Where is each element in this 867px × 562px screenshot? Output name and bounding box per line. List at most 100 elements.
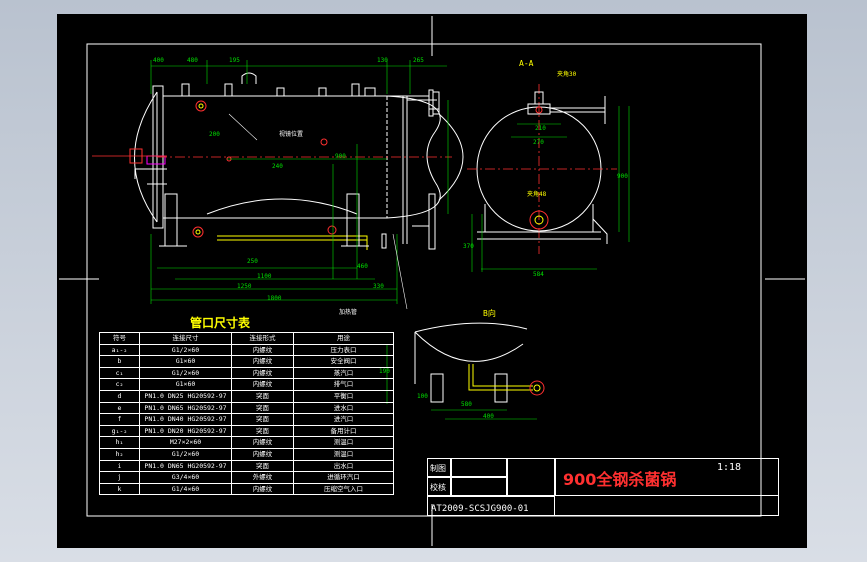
table-cell: j	[99, 471, 140, 484]
dim-label: 130	[377, 57, 388, 64]
dim-label: 460	[357, 263, 368, 270]
drawing-sheet: A-A B向 视镜位置 加热管 夹角30 夹角48 400 480 195 13…	[57, 14, 807, 548]
table-cell: 出水口	[293, 459, 394, 473]
dim-label: 1800	[267, 295, 282, 302]
checked-by-label: 校核	[430, 483, 446, 492]
table-cell: k	[99, 482, 140, 496]
heat-pipe-note: 加热管	[339, 309, 358, 316]
table-cell: h₁	[99, 436, 140, 449]
title-block-cell	[451, 477, 507, 496]
table-cell: 进汽口	[293, 413, 394, 426]
table-cell: c₁	[99, 366, 140, 380]
dim-label: 1100	[257, 273, 272, 280]
table-cell: 内螺纹	[231, 436, 294, 449]
table-cell: 内螺纹	[231, 482, 294, 496]
table-cell: 蒸汽口	[293, 366, 394, 380]
title-block: 制图 校核 900全钢杀菌锅 1:18 AT2009-SCSJG900-01	[427, 458, 779, 516]
drawn-by-label: 制图	[430, 464, 446, 473]
view-a-label: A-A	[519, 59, 534, 68]
angle-label-b: 夹角48	[527, 191, 547, 198]
front-view	[92, 60, 464, 310]
dim-label: 1250	[237, 283, 252, 290]
table-cell: 备用计口	[293, 424, 394, 438]
table-cell: G1/2×60	[139, 447, 232, 461]
dim-label: 100	[417, 393, 428, 400]
table-cell: 内螺纹	[231, 447, 294, 461]
table-cell: d	[99, 389, 140, 403]
dim-label: 400	[153, 57, 164, 64]
table-header-cell: 连接形式	[231, 332, 294, 345]
table-cell: a₁-₂	[99, 343, 140, 357]
table-cell: 内螺纹	[231, 355, 294, 368]
dim-label: 240	[272, 163, 283, 170]
dim-label: 265	[413, 57, 424, 64]
table-cell: 突面	[231, 401, 294, 415]
title-block-title-cell	[555, 458, 779, 496]
table-cell: 突面	[231, 424, 294, 438]
table-cell: 排气口	[293, 378, 394, 391]
table-cell: PN1.0 DN25 HG20592-97	[139, 389, 232, 403]
nozzle-table-title: 管口尺寸表	[190, 316, 251, 330]
dim-label: 480	[187, 57, 198, 64]
table-cell: PN1.0 DN40 HG20592-97	[139, 413, 232, 426]
inner-border	[86, 43, 762, 517]
table-cell: G1/4×60	[139, 482, 232, 496]
table-cell: 平衡口	[293, 389, 394, 403]
table-cell: e	[99, 401, 140, 415]
dim-label: 250	[247, 258, 258, 265]
table-cell: 突面	[231, 459, 294, 473]
table-header-row: 符号连接尺寸连接形式用途	[99, 332, 394, 345]
dim-label: 210	[535, 125, 546, 132]
table-cell: c₂	[99, 378, 140, 391]
drawing-scale: 1:18	[717, 462, 742, 473]
section-a-a-view	[467, 84, 630, 272]
table-header-cell: 连接尺寸	[139, 332, 232, 345]
table-cell: 内螺纹	[231, 343, 294, 357]
drawing-canvas	[59, 16, 805, 546]
dim-label: 400	[483, 413, 494, 420]
title-block-cell	[427, 477, 451, 496]
table-cell: G3/4×60	[139, 471, 232, 484]
dim-label: 584	[533, 271, 544, 278]
table-cell: 测温口	[293, 436, 394, 449]
dim-label: 195	[229, 57, 240, 64]
table-cell: h₂	[99, 447, 140, 461]
table-cell: PN1.0 DN65 HG20592-97	[139, 401, 232, 415]
table-cell: 进水口	[293, 401, 394, 415]
table-cell: G1/2×60	[139, 366, 232, 380]
table-cell: 测温口	[293, 447, 394, 461]
sight-glass-note: 视镜位置	[279, 131, 304, 138]
title-block-cell	[427, 496, 555, 516]
table-cell: i	[99, 459, 140, 473]
table-cell: 内螺纹	[231, 366, 294, 380]
dim-label: 900	[617, 173, 628, 180]
table-cell: 进循环汽口	[293, 471, 394, 484]
dim-label: 580	[461, 401, 472, 408]
table-cell: b	[99, 355, 140, 368]
table-cell: 外螺纹	[231, 471, 294, 484]
table-cell: g₁-₂	[99, 424, 140, 438]
dim-label: 330	[373, 283, 384, 290]
table-cell: 压缩空气入口	[293, 482, 394, 496]
drawing-number: AT2009-SCSJG900-01	[431, 504, 529, 514]
table-header-cell: 符号	[99, 332, 140, 345]
dim-label: 270	[533, 139, 544, 146]
table-cell: G1/2×60	[139, 343, 232, 357]
angle-label-a: 夹角30	[557, 71, 577, 78]
dim-label: 200	[209, 131, 220, 138]
table-cell: 内螺纹	[231, 378, 294, 391]
title-block-cell	[507, 458, 555, 496]
dim-label: 370	[463, 243, 474, 250]
table-cell: M27×2×60	[139, 436, 232, 449]
table-cell: PN1.0 DN20 HG20592-97	[139, 424, 232, 438]
